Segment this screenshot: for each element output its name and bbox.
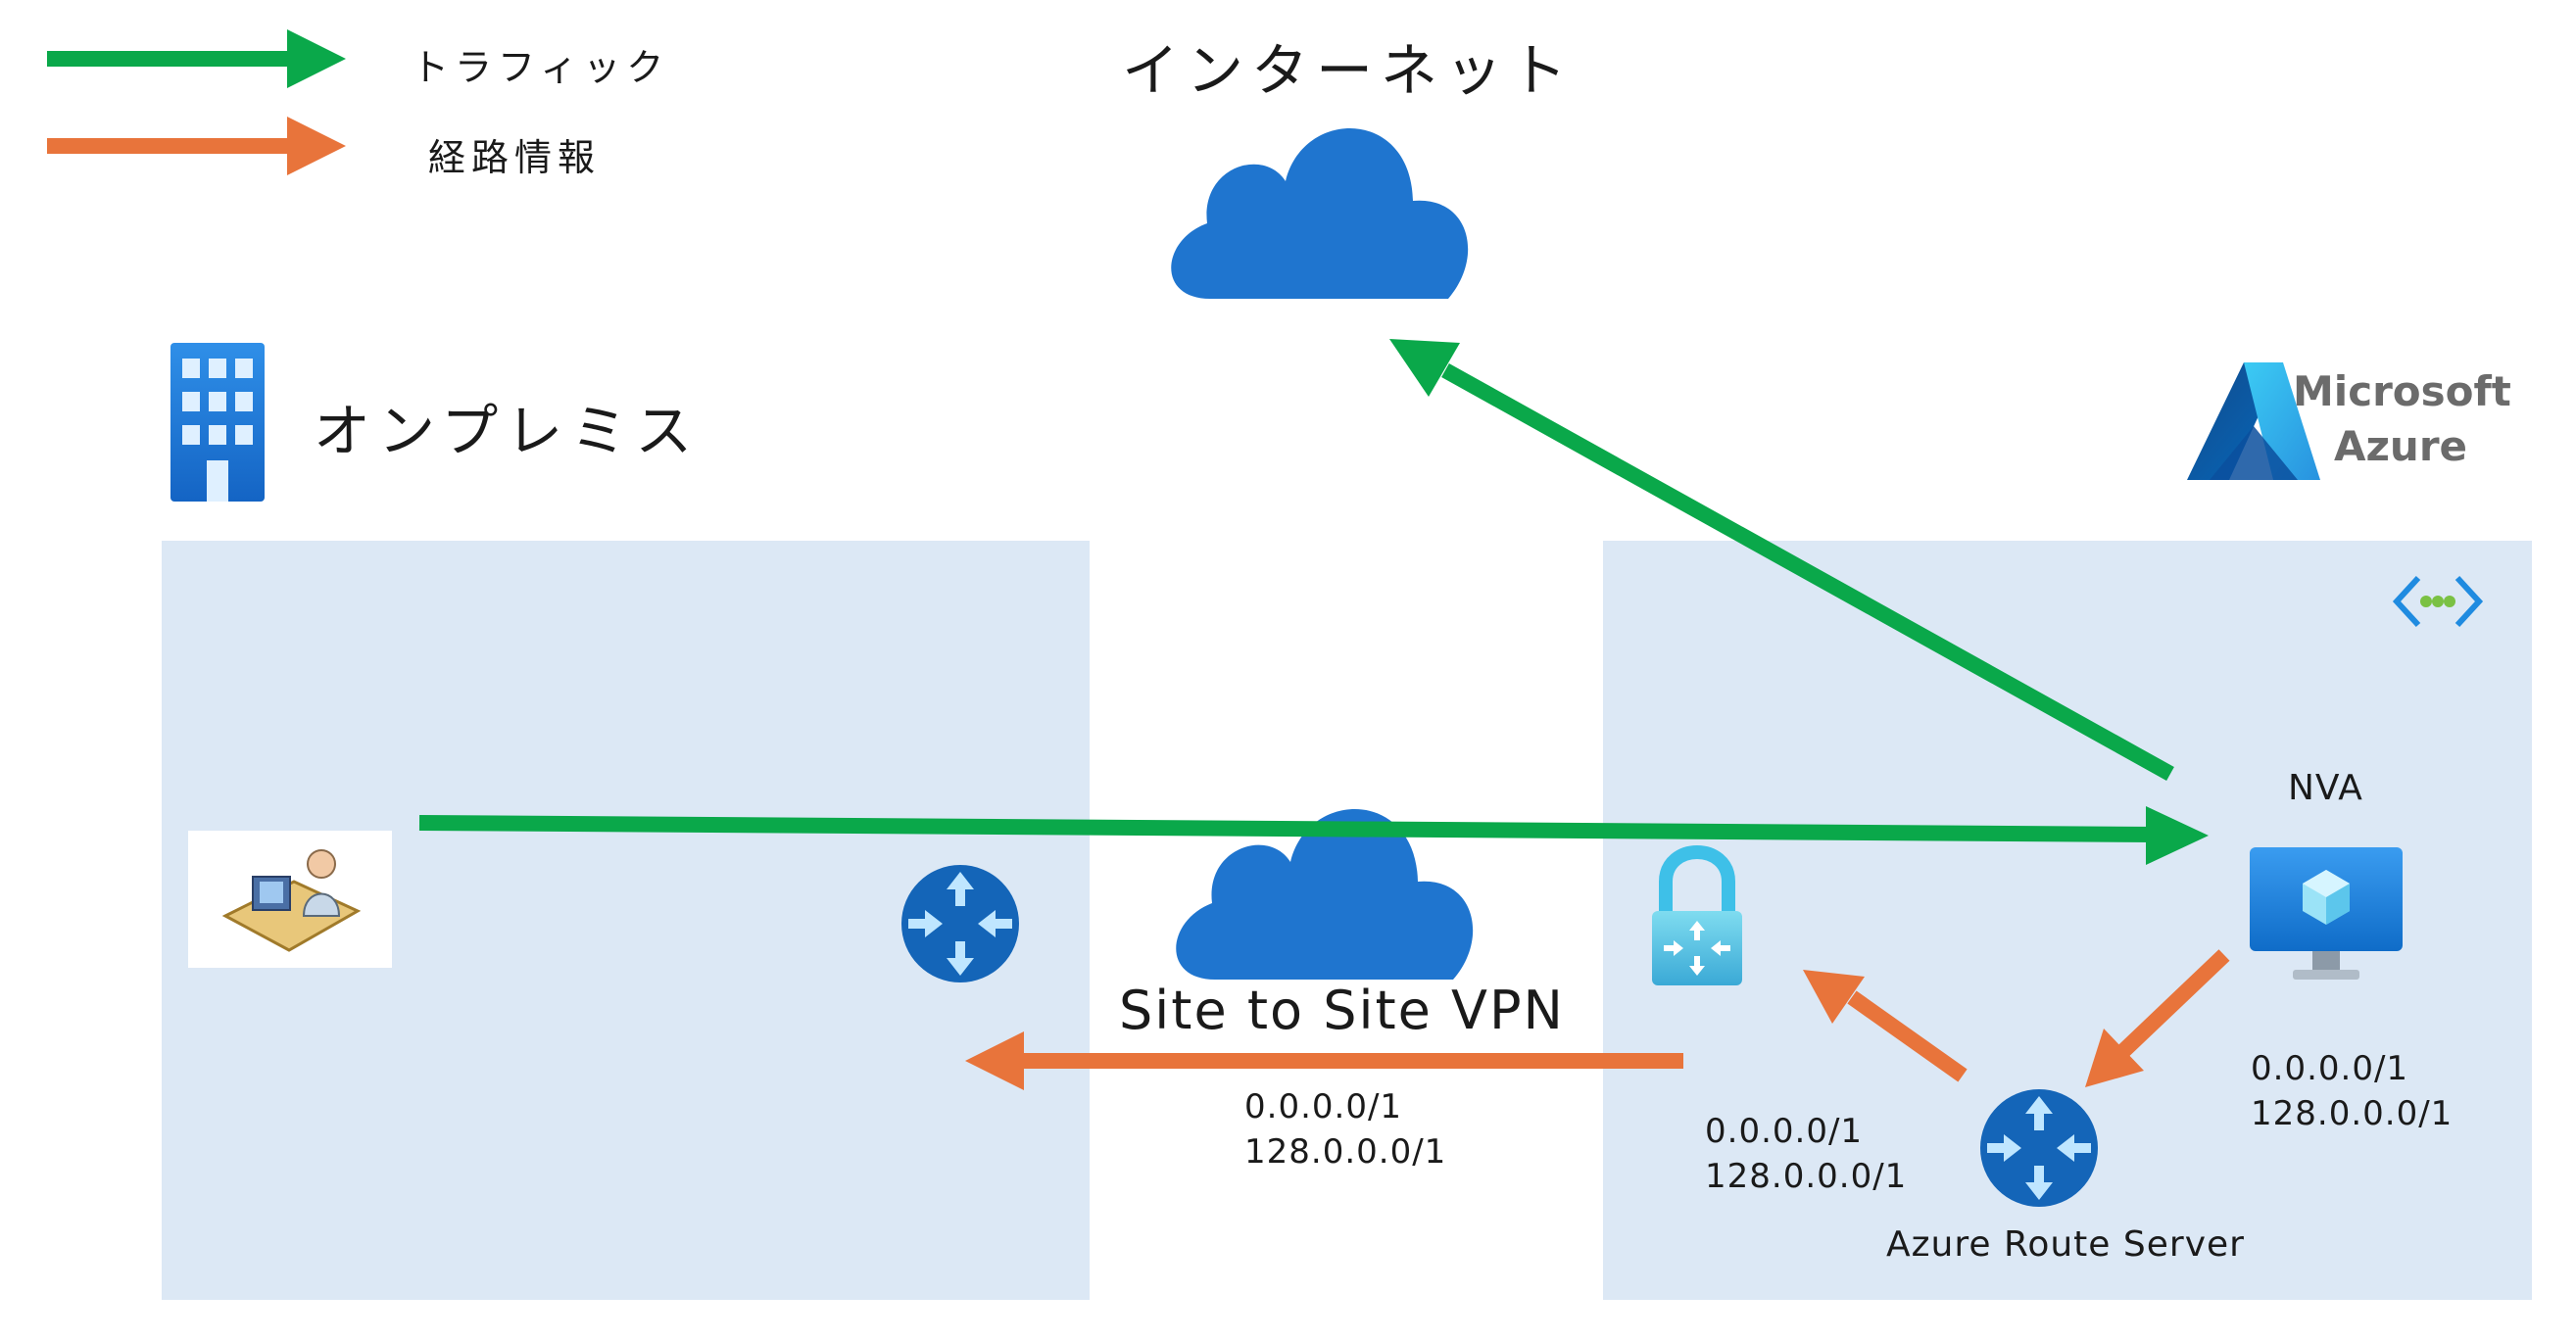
route-arrow-nva-to-route-server bbox=[2085, 949, 2230, 1087]
virtual-network-icon bbox=[2392, 575, 2484, 628]
building-icon bbox=[170, 343, 265, 502]
router-icon bbox=[901, 865, 1019, 982]
vpn-label: Site to Site VPN bbox=[1119, 980, 1565, 1041]
route-prefixes-route-server: 0.0.0.0/1 128.0.0.0/1 bbox=[1705, 1109, 1907, 1199]
azure-brand: Microsoft Azure bbox=[2293, 364, 2511, 474]
route-prefix: 0.0.0.0/1 bbox=[2251, 1049, 2409, 1088]
internet-label: インターネット bbox=[1122, 37, 1576, 104]
route-arrow-gateway-to-onprem bbox=[965, 1031, 1683, 1090]
route-server-icon bbox=[1980, 1089, 2098, 1207]
vpn-gateway-icon bbox=[1652, 845, 1742, 985]
route-arrow-route-server-to-gateway bbox=[1803, 970, 1968, 1082]
route-prefix: 0.0.0.0/1 bbox=[1705, 1112, 1864, 1151]
legend-traffic-arrow bbox=[47, 29, 346, 88]
user-workstation-icon bbox=[188, 831, 392, 968]
route-prefix: 128.0.0.0/1 bbox=[2251, 1094, 2454, 1133]
azure-logo-icon bbox=[2187, 362, 2320, 480]
virtual-machine-icon bbox=[2250, 847, 2403, 980]
legend-traffic-label: トラフィック bbox=[412, 46, 670, 89]
traffic-arrow-nva-to-internet bbox=[1389, 339, 2174, 781]
legend-routing-arrow bbox=[47, 117, 346, 175]
route-server-label: Azure Route Server bbox=[1886, 1224, 2245, 1265]
azure-brand-line1: Microsoft bbox=[2293, 367, 2511, 415]
nva-label: NVA bbox=[2288, 768, 2363, 808]
onprem-label: オンプレミス bbox=[314, 398, 701, 464]
route-prefixes-nva: 0.0.0.0/1 128.0.0.0/1 bbox=[2251, 1046, 2453, 1136]
vpn-cloud-icon bbox=[1176, 809, 1474, 980]
traffic-arrow-user-to-nva bbox=[418, 806, 2209, 865]
route-prefix: 0.0.0.0/1 bbox=[1244, 1087, 1403, 1126]
route-prefix: 128.0.0.0/1 bbox=[1705, 1157, 1908, 1196]
azure-brand-line2: Azure bbox=[2333, 422, 2468, 470]
legend-routing-label: 経路情報 bbox=[428, 136, 602, 179]
route-prefix: 128.0.0.0/1 bbox=[1244, 1132, 1447, 1172]
cloud-icon bbox=[1171, 128, 1469, 299]
route-prefixes-vpn: 0.0.0.0/1 128.0.0.0/1 bbox=[1244, 1084, 1446, 1174]
